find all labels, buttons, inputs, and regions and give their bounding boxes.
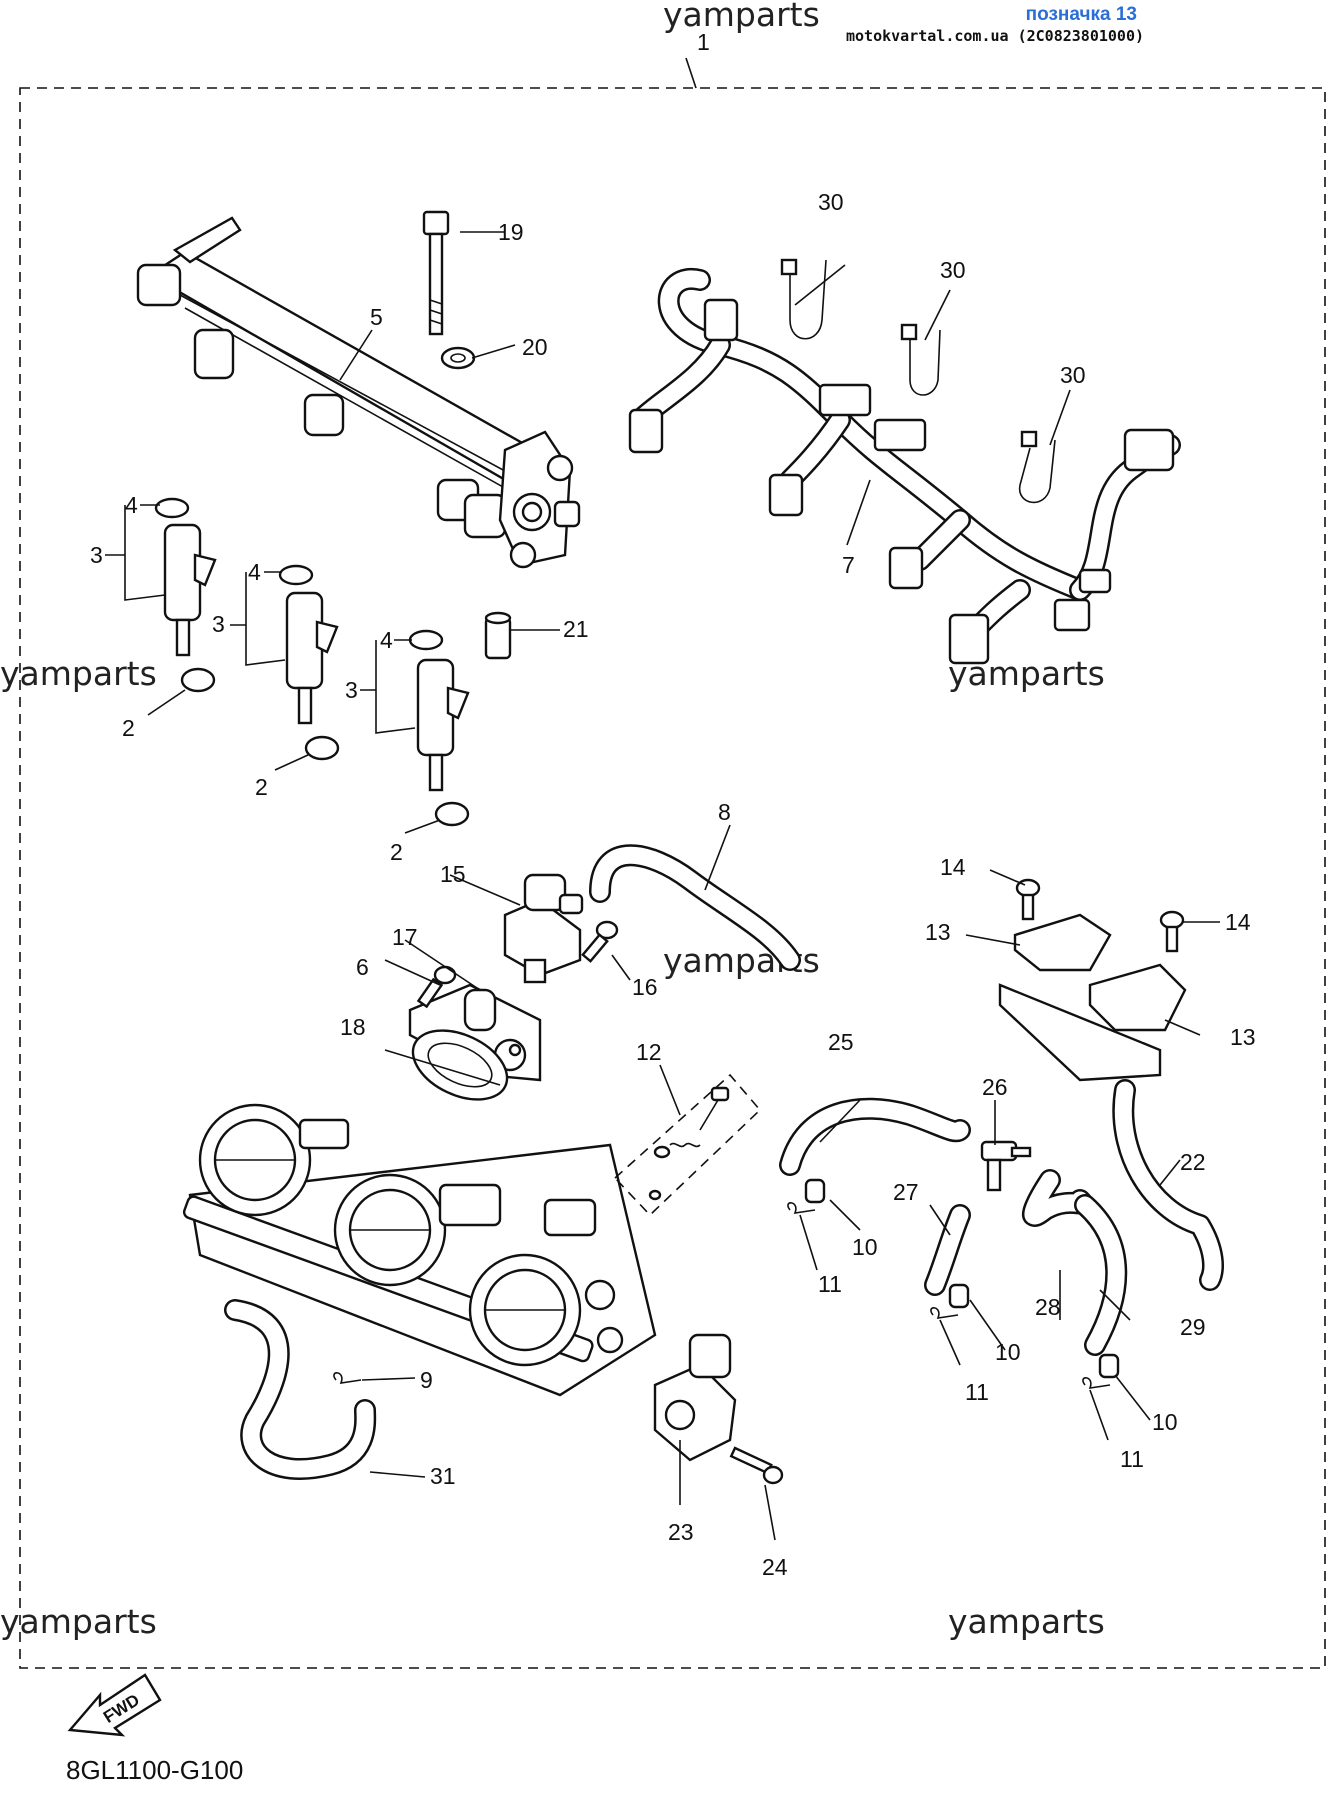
watermark-right-bottom: yamparts — [948, 1602, 1105, 1641]
callout-30c: 30 — [1060, 362, 1086, 388]
callout-11c: 11 — [1120, 1446, 1144, 1472]
callout-3b: 3 — [212, 611, 225, 637]
callout-4c: 4 — [380, 627, 393, 653]
callout-16: 16 — [632, 974, 658, 1000]
hose-27 — [924, 1204, 971, 1296]
callout-25: 25 — [828, 1029, 854, 1055]
callout-21: 21 — [563, 616, 589, 642]
hose-22 — [1112, 1079, 1224, 1291]
callout-6: 6 — [356, 954, 369, 980]
watermark-top: yamparts — [663, 0, 820, 34]
callout-20: 20 — [522, 334, 548, 360]
leader-1 — [685, 57, 697, 89]
callout-28: 28 — [1035, 1294, 1061, 1320]
fuel-rail — [136, 216, 581, 569]
callout-12: 12 — [636, 1039, 662, 1065]
callout-11b: 11 — [965, 1379, 989, 1405]
callout-10b: 10 — [995, 1339, 1021, 1365]
callout-27: 27 — [893, 1179, 919, 1205]
callout-24: 24 — [762, 1554, 788, 1580]
watermarks: yamparts yamparts yamparts yamparts yamp… — [0, 0, 1105, 1641]
screw-24 — [729, 1446, 784, 1485]
page-badge: позначка 13 — [1025, 4, 1137, 25]
clip-30-b — [900, 323, 941, 396]
callout-9: 9 — [420, 1367, 433, 1393]
callout-22: 22 — [1180, 1149, 1206, 1175]
injector-left — [154, 497, 217, 693]
callout-10c: 10 — [1152, 1409, 1178, 1435]
callout-2b: 2 — [255, 774, 268, 800]
leader-lines — [105, 231, 1220, 1541]
collar-21 — [484, 611, 512, 660]
throttle-sensor-23 — [653, 1333, 737, 1462]
clip-30-a — [780, 258, 827, 340]
hose-28 — [1022, 1169, 1094, 1227]
callout-23: 23 — [668, 1519, 694, 1545]
injector-middle — [278, 564, 340, 761]
clip-30-c — [1019, 430, 1056, 504]
callouts: 1 19 5 20 21 4 3 2 4 3 2 4 3 2 15 16 17 … — [90, 29, 1256, 1580]
callout-30a: 30 — [818, 189, 844, 215]
caps-and-clips — [333, 1178, 1120, 1389]
callout-29: 29 — [1180, 1314, 1206, 1340]
callout-3c: 3 — [345, 677, 358, 703]
pressure-regulator-15 — [503, 873, 584, 984]
callout-7: 7 — [842, 552, 855, 578]
injector-right — [408, 629, 470, 827]
callout-17: 17 — [392, 924, 418, 950]
callout-1: 1 — [697, 29, 710, 55]
throttle-body — [182, 1103, 657, 1397]
washer-20 — [440, 346, 476, 370]
callout-13b: 13 — [1230, 1024, 1256, 1050]
hose-25 — [779, 1097, 971, 1176]
hose-29 — [1074, 1194, 1128, 1356]
fuel-hose-8 — [589, 844, 801, 971]
source-site: motokvartal.com.ua (2C0823801000) — [845, 27, 1144, 45]
diagram-code: 8GL1100-G100 — [66, 1755, 244, 1785]
joint-26 — [980, 1140, 1032, 1192]
callout-2a: 2 — [122, 715, 135, 741]
assembly-frame — [19, 87, 1326, 1669]
screw-set-12 — [613, 1073, 762, 1217]
callout-4b: 4 — [248, 559, 261, 585]
callout-13a: 13 — [925, 919, 951, 945]
watermark-left-bottom: yamparts — [0, 1602, 157, 1641]
callout-11a: 11 — [818, 1271, 842, 1297]
bolts-14 — [1015, 878, 1185, 953]
callout-31: 31 — [430, 1463, 456, 1489]
callout-18: 18 — [340, 1014, 366, 1040]
callout-2c: 2 — [390, 839, 403, 865]
wire-harness — [628, 267, 1181, 665]
bolt-19 — [422, 210, 450, 336]
screw-16 — [581, 920, 619, 963]
callout-3a: 3 — [90, 542, 103, 568]
fwd-arrow-icon: FWD — [67, 1673, 162, 1737]
callout-30b: 30 — [940, 257, 966, 283]
callout-14a: 14 — [940, 854, 966, 880]
hose-31 — [224, 1299, 377, 1480]
callout-10a: 10 — [852, 1234, 878, 1260]
screw-6 — [416, 965, 457, 1009]
callout-5: 5 — [370, 304, 383, 330]
callout-15: 15 — [440, 861, 466, 887]
callout-4a: 4 — [125, 492, 138, 518]
callout-19: 19 — [498, 219, 524, 245]
callout-8: 8 — [718, 799, 731, 825]
gasket-18 — [411, 1029, 509, 1101]
brackets-13 — [998, 913, 1187, 1082]
callout-14b: 14 — [1225, 909, 1251, 935]
bracket-17 — [408, 983, 542, 1082]
watermark-left-mid: yamparts — [0, 654, 157, 693]
callout-26: 26 — [982, 1074, 1008, 1100]
